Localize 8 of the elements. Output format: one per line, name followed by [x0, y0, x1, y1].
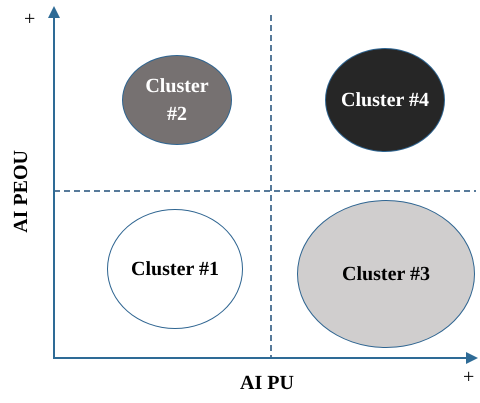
cluster-ellipse: Cluster #2 [122, 55, 232, 145]
cluster-ellipse: Cluster #1 [107, 209, 243, 329]
axis-title: AI PU [240, 372, 294, 395]
axis-sign: + [463, 366, 474, 389]
axis-title: AI PEOU [10, 150, 33, 233]
cluster-ellipse: Cluster #4 [325, 48, 445, 152]
axis-sign: + [24, 8, 36, 31]
cluster-ellipse: Cluster #3 [297, 200, 475, 348]
